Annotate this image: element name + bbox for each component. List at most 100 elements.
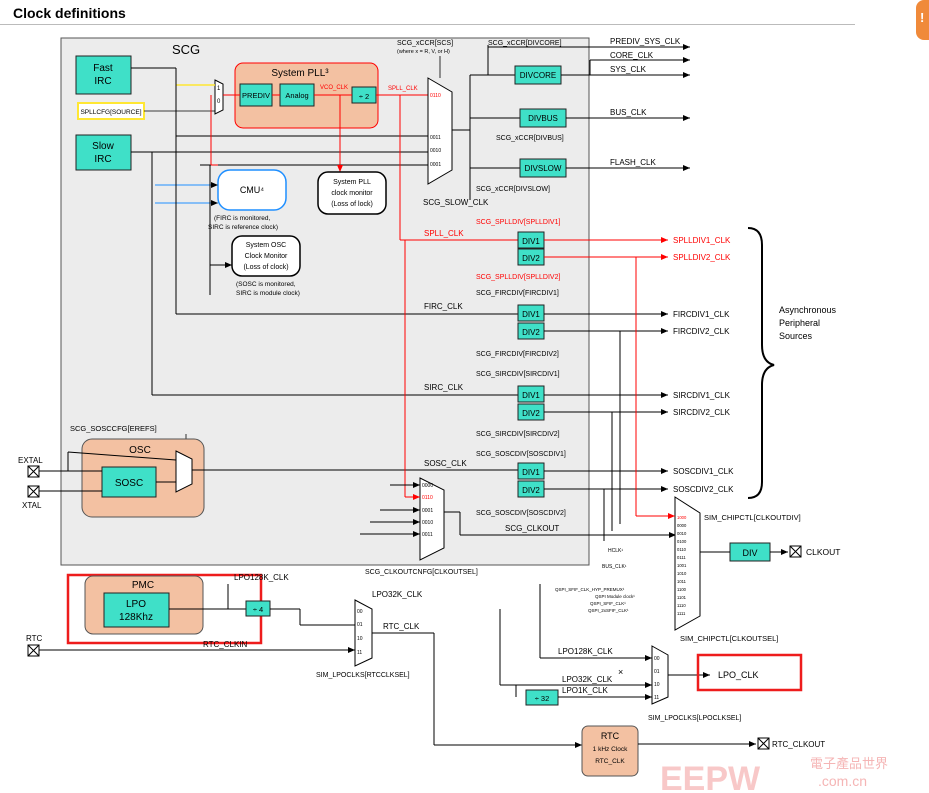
div1-label: DIV1 xyxy=(522,391,540,400)
mux-label: 0010 xyxy=(430,148,441,154)
qspi2-label: QSPI Module clock¹ xyxy=(595,594,635,599)
soscdiv2-ctrl-label: SCG_SOSCDIV[SOSCDIV2] xyxy=(476,510,566,517)
fircdiv1-ctrl-label: SCG_FIRCDIV[FIRCDIV1] xyxy=(476,290,559,297)
sircdiv1-clk-label: SIRCDIV1_CLK xyxy=(673,391,731,400)
chipctl-sel-code: 0010 xyxy=(677,531,687,536)
chipctl-sel-code: 1011 xyxy=(677,579,687,584)
fast-irc-label2: IRC xyxy=(94,76,111,87)
lpo-clk-label: LPO_CLK xyxy=(718,670,759,680)
qspi3-label: QSPI_SFIF_CLK¹ xyxy=(590,601,626,606)
sircdiv2-clk-label: SIRCDIV2_CLK xyxy=(673,408,731,417)
soscdiv1-clk-label: SOSCDIV1_CLK xyxy=(673,467,734,476)
rtc-block xyxy=(581,725,639,777)
div1-label: DIV1 xyxy=(522,468,540,477)
mux-label: 0000 xyxy=(422,483,433,489)
xtal-label: XTAL xyxy=(22,501,42,510)
hclk-label: HCLK¹ xyxy=(608,548,623,554)
lpo-label: LPO xyxy=(126,599,146,610)
unused-x-mark: × xyxy=(618,667,623,677)
splldiv1-clk-label: SPLLDIV1_CLK xyxy=(673,236,731,245)
mux-label: 10 xyxy=(357,636,363,642)
osc-mux xyxy=(175,450,193,493)
fircdiv2-ctrl-label: SCG_FIRCDIV[FIRCDIV2] xyxy=(476,351,559,358)
chipctl-sel-code: 1111 xyxy=(677,611,686,616)
chipctl-sel-code: 1010 xyxy=(677,571,687,576)
slow-irc-block xyxy=(75,134,132,171)
div2-label: DIV2 xyxy=(522,254,540,263)
chipctl-sel-code: 0100 xyxy=(677,539,687,544)
fast-irc-label: Fast xyxy=(93,63,113,74)
mux-label: 0001 xyxy=(422,508,433,514)
sosc-label: SOSC xyxy=(115,478,143,489)
div1-label: DIV1 xyxy=(522,310,540,319)
system-pll-title: System PLL³ xyxy=(271,68,329,79)
fircdiv1-clk-label: FIRCDIV1_CLK xyxy=(673,310,730,319)
bus-clk-label: BUS_CLK xyxy=(610,108,647,117)
lpo1k-clk-label: LPO1K_CLK xyxy=(562,686,608,695)
mux-label: 10 xyxy=(654,682,660,688)
rtc-pin-label: RTC xyxy=(26,634,43,643)
sircdiv1-block xyxy=(517,385,545,403)
title-divider xyxy=(0,24,855,25)
div2-label: DIV2 xyxy=(522,409,540,418)
osc-monitor-note: (SOSC is monitored, xyxy=(236,281,296,288)
prediv-sys-clk-label: PREDIV_SYS_CLK xyxy=(610,37,681,46)
spll-clk-top-label: SPLL_CLK xyxy=(388,86,418,92)
rtc-block-line3: RTC_CLK xyxy=(595,758,625,765)
mux-label: 0110 xyxy=(422,495,433,501)
rtcclksel-label: SIM_LPOCLKS[RTCCLKSEL] xyxy=(316,672,410,679)
cmu-label: CMU⁴ xyxy=(240,185,264,195)
rtcclksel-mux xyxy=(354,599,373,667)
sosccfg-label: SCG_SOSCCFG[EREFS] xyxy=(70,424,157,433)
slow-irc-label: Slow xyxy=(92,141,114,152)
side-alert-tab[interactable]: ! xyxy=(916,0,929,40)
pll-monitor-block xyxy=(317,171,387,215)
scg-title: SCG xyxy=(172,42,200,57)
pmc-div4-label: ÷ 4 xyxy=(253,605,263,614)
fircdiv1-block xyxy=(517,304,545,322)
sys-clk-label: SYS_CLK xyxy=(610,65,647,74)
cmu-note1: (FIRC is monitored, xyxy=(214,215,271,222)
alert-icon: ! xyxy=(920,10,925,25)
mux-label: 01 xyxy=(654,669,660,675)
chipctl-sel-code: 0000 xyxy=(677,523,687,528)
lpo-div32-label: ÷ 32 xyxy=(535,694,550,703)
extal-label: EXTAL xyxy=(18,456,43,465)
scs-note: (where x = R, V, or H) xyxy=(397,49,450,55)
scg-slow-clk-label: SCG_SLOW_CLK xyxy=(423,198,489,207)
mux-label: 0011 xyxy=(422,532,433,538)
mux-label: 00 xyxy=(357,609,363,615)
clkoutcnfg-label: SCG_CLKOUTCNFG[CLKOUTSEL] xyxy=(365,569,478,576)
chipctl-sel-code: 1000 xyxy=(677,515,687,520)
spllcfg-source-label: SPLLCFG[SOURCE] xyxy=(80,109,141,116)
qspi4-label: QSPI_2xSFIF_CLK¹ xyxy=(588,608,629,613)
scg-clkout-label: SCG_CLKOUT xyxy=(505,524,559,533)
div2-label: DIV2 xyxy=(522,328,540,337)
pll-monitor-text: clock monitor xyxy=(331,190,373,197)
cmu-note2: SIRC is reference clock) xyxy=(208,224,278,231)
watermark-url: .com.cn xyxy=(818,773,867,789)
mux-label: 11 xyxy=(654,695,659,701)
chipctl-sel-label: SIM_CHIPCTL[CLKOUTSEL] xyxy=(680,634,778,643)
mux-label: 0010 xyxy=(422,520,433,526)
mux-label: 11 xyxy=(357,650,362,656)
lpo-block xyxy=(103,592,170,628)
cmu-block xyxy=(217,169,287,211)
qspi1-label: QSPI_SFIF_CLK_HYP_PREMUX¹ xyxy=(555,587,625,592)
chipctl-sel-code: 1100 xyxy=(677,587,687,592)
slow-irc-label2: IRC xyxy=(94,154,111,165)
lpoclksel-label: SIM_LPOCLKS[LPOCLKSEL] xyxy=(648,715,741,722)
osc-monitor-note: SIRC is module clock) xyxy=(236,290,300,297)
sirc-clk-label: SIRC_CLK xyxy=(424,383,464,392)
divslow-label: DIVSLOW xyxy=(525,164,562,173)
mux-label: 00 xyxy=(654,656,660,662)
osc-monitor-text: System OSC xyxy=(246,242,286,249)
osc-label: OSC xyxy=(129,445,151,456)
splldiv2-clk-label: SPLLDIV2_CLK xyxy=(673,253,731,262)
sircdiv2-ctrl-label: SCG_SIRCDIV[SIRCDIV2] xyxy=(476,431,560,438)
sosc-clk-label: SOSC_CLK xyxy=(424,459,467,468)
lpo-clk-highlight xyxy=(696,653,803,692)
mux-label: 01 xyxy=(357,622,363,628)
sosc-block xyxy=(101,466,157,498)
bus-clk-small-label: BUS_CLK¹ xyxy=(602,564,627,570)
